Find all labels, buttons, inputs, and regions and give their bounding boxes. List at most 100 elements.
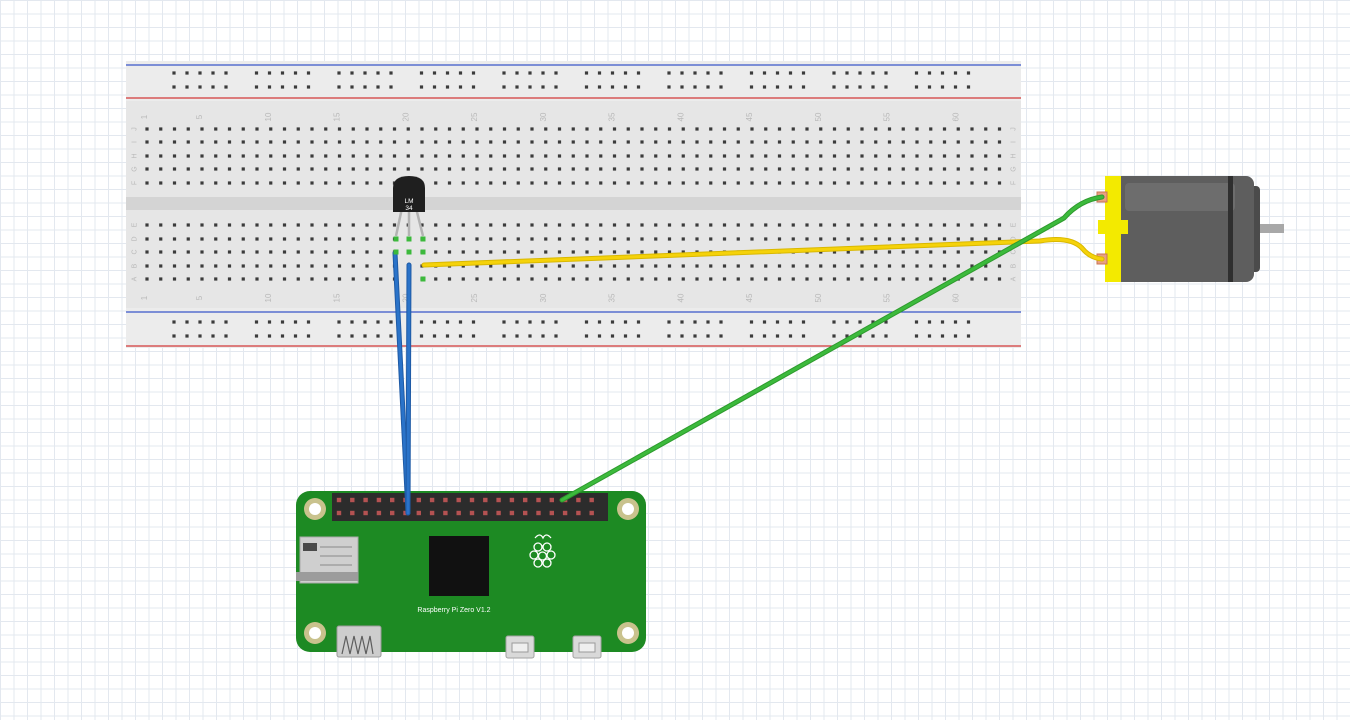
breadboard-hole[interactable]: [887, 250, 892, 254]
breadboard-hole[interactable]: [200, 167, 204, 171]
breadboard-hole[interactable]: [447, 127, 452, 131]
breadboard-hole[interactable]: [241, 154, 245, 158]
breadboard-hole[interactable]: [819, 237, 823, 241]
breadboard-hole[interactable]: [929, 223, 933, 227]
breadboard-hole[interactable]: [764, 264, 768, 268]
breadboard-hole[interactable]: [337, 264, 342, 268]
breadboard-hole[interactable]: [489, 154, 493, 158]
breadboard-hole[interactable]: [970, 250, 974, 254]
rail-hole[interactable]: [914, 334, 919, 338]
breadboard-hole[interactable]: [777, 264, 782, 268]
rail-hole[interactable]: [927, 85, 932, 89]
breadboard-hole[interactable]: [214, 264, 218, 268]
breadboard-hole[interactable]: [434, 181, 438, 185]
breadboard-hole[interactable]: [832, 250, 837, 254]
breadboard-hole[interactable]: [489, 223, 493, 227]
breadboard-hole[interactable]: [585, 140, 589, 144]
breadboard-hole[interactable]: [406, 154, 410, 158]
breadboard-hole[interactable]: [241, 277, 245, 281]
gpio-pin[interactable]: [589, 510, 594, 516]
breadboard-hole[interactable]: [791, 264, 795, 268]
breadboard-hole[interactable]: [667, 167, 672, 171]
breadboard-hole[interactable]: [227, 181, 232, 185]
breadboard-hole[interactable]: [475, 127, 479, 131]
breadboard-hole[interactable]: [640, 181, 644, 185]
breadboard-hole[interactable]: [626, 140, 630, 144]
breadboard-hole[interactable]: [654, 181, 658, 185]
breadboard-hole[interactable]: [654, 127, 658, 131]
breadboard-hole[interactable]: [585, 277, 589, 281]
breadboard-hole[interactable]: [805, 154, 809, 158]
breadboard-hole[interactable]: [557, 264, 562, 268]
breadboard-hole[interactable]: [145, 167, 149, 171]
rail-hole[interactable]: [884, 320, 888, 324]
rail-hole[interactable]: [528, 320, 532, 324]
breadboard-hole[interactable]: [709, 181, 713, 185]
breadboard-hole[interactable]: [984, 140, 988, 144]
gpio-pin[interactable]: [443, 497, 448, 503]
breadboard-hole[interactable]: [599, 127, 603, 131]
breadboard-hole[interactable]: [956, 237, 960, 241]
breadboard-hole[interactable]: [942, 223, 947, 227]
rail-hole[interactable]: [445, 71, 450, 75]
breadboard-hole[interactable]: [750, 237, 754, 241]
rail-hole[interactable]: [914, 71, 919, 75]
breadboard-hole[interactable]: [984, 277, 988, 281]
breadboard-hole[interactable]: [324, 250, 328, 254]
breadboard-hole[interactable]: [736, 223, 740, 227]
breadboard-hole[interactable]: [997, 181, 1002, 185]
rail-hole[interactable]: [584, 320, 589, 324]
breadboard-hole[interactable]: [544, 264, 548, 268]
breadboard-hole[interactable]: [805, 167, 809, 171]
breadboard-hole[interactable]: [337, 140, 342, 144]
breadboard-hole[interactable]: [269, 223, 273, 227]
breadboard-hole[interactable]: [750, 277, 754, 281]
breadboard-hole[interactable]: [612, 237, 617, 241]
breadboard-hole[interactable]: [516, 181, 520, 185]
rail-hole[interactable]: [871, 71, 875, 75]
rail-hole[interactable]: [458, 71, 463, 75]
breadboard-hole[interactable]: [736, 181, 740, 185]
breadboard-hole[interactable]: [365, 140, 369, 144]
breadboard-hole[interactable]: [434, 237, 438, 241]
rail-hole[interactable]: [940, 320, 945, 324]
rail-hole[interactable]: [502, 320, 506, 324]
rail-hole[interactable]: [445, 320, 450, 324]
rail-hole[interactable]: [198, 71, 202, 75]
gpio-pin[interactable]: [429, 497, 435, 503]
breadboard-hole[interactable]: [324, 264, 328, 268]
rail-hole[interactable]: [363, 320, 367, 324]
rail-hole[interactable]: [554, 85, 558, 89]
rail-hole[interactable]: [267, 334, 272, 338]
breadboard-hole[interactable]: [214, 140, 218, 144]
breadboard-hole[interactable]: [970, 237, 974, 241]
rail-hole[interactable]: [832, 334, 836, 338]
gpio-pin[interactable]: [576, 510, 581, 516]
gpio-pin[interactable]: [523, 510, 528, 516]
breadboard-hole[interactable]: [901, 154, 905, 158]
breadboard-hole[interactable]: [819, 181, 823, 185]
breadboard-hole[interactable]: [612, 154, 617, 158]
breadboard-hole[interactable]: [722, 167, 727, 171]
breadboard-hole[interactable]: [709, 237, 713, 241]
breadboard-hole[interactable]: [475, 264, 479, 268]
breadboard-hole[interactable]: [351, 250, 355, 254]
rail-hole[interactable]: [280, 334, 285, 338]
breadboard-hole[interactable]: [887, 223, 892, 227]
breadboard-hole[interactable]: [172, 167, 177, 171]
breadboard-hole[interactable]: [337, 277, 342, 281]
breadboard-hole[interactable]: [681, 127, 685, 131]
breadboard-hole[interactable]: [324, 277, 328, 281]
breadboard-hole[interactable]: [667, 181, 672, 185]
breadboard-hole[interactable]: [681, 277, 685, 281]
rail-hole[interactable]: [419, 334, 424, 338]
breadboard-hole[interactable]: [145, 154, 149, 158]
rail-hole[interactable]: [940, 334, 945, 338]
rail-hole[interactable]: [254, 320, 259, 324]
rail-hole[interactable]: [832, 320, 836, 324]
rail-hole[interactable]: [376, 85, 380, 89]
rail-hole[interactable]: [610, 71, 615, 75]
breadboard-hole[interactable]: [819, 140, 823, 144]
rail-hole[interactable]: [801, 320, 806, 324]
breadboard-hole[interactable]: [722, 237, 727, 241]
